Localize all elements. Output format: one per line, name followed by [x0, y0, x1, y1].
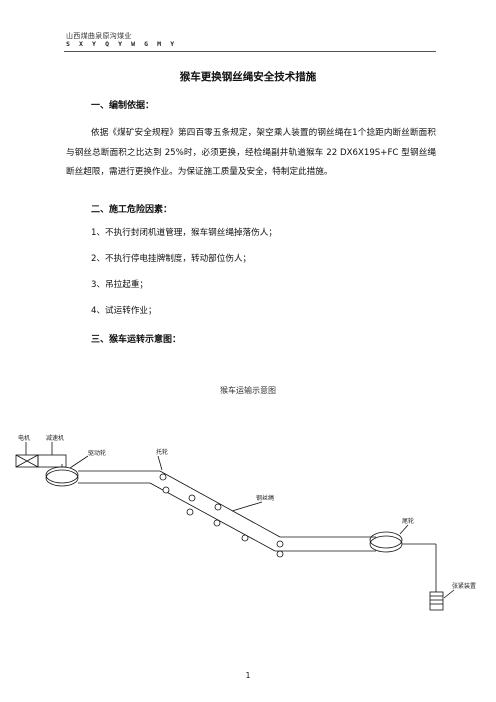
label-drive-wheel: 驱动轮 — [88, 449, 106, 457]
label-tension-weight: 张紧装置 — [452, 582, 476, 590]
drive-wheel — [45, 466, 79, 484]
hazard-item-2: 2、不执行停电挂牌制度，转动部位伤人； — [91, 254, 252, 264]
tension-weight — [429, 591, 444, 611]
section-1-heading: 一、编制依据： — [91, 101, 155, 111]
label-wire-rope: 钢丝绳 — [256, 494, 274, 502]
section-3-heading: 三、猴车运转示意图： — [91, 335, 182, 345]
section-1-body: 依据《煤矿安全规程》第四百零五条规定，架空乘人装置的钢丝绳在1个捻距内断丝断面积… — [66, 128, 436, 177]
header-company: 山西煤曲泉原沟煤业 — [66, 32, 132, 40]
page-number: 1 — [245, 671, 251, 680]
label-reducer: 减速机 — [46, 434, 64, 442]
label-rope-wheel: 托轮 — [156, 448, 168, 456]
header-rule — [64, 51, 436, 52]
label-tail-wheel: 尾轮 — [402, 517, 414, 525]
document-title: 猴车更换钢丝绳安全技术措施 — [179, 71, 317, 83]
hazard-item-3: 3、吊拉起重； — [91, 280, 149, 290]
figure-title: 猴车运输示意图 — [220, 386, 276, 395]
support-rollers — [159, 473, 284, 558]
tail-wheel — [369, 531, 403, 549]
hazard-item-1: 1、不执行封闭机道管理，猴车钢丝绳掉落伤人； — [91, 228, 277, 238]
label-motor: 电机 — [18, 434, 30, 442]
header-code: S X Y Q Y W G M Y — [66, 40, 177, 48]
monkey-car-diagram: 电机 减速机 驱动轮 托轮 钢丝绳 尾轮 张紧装置 — [15, 434, 476, 611]
hazard-item-4: 4、试运转作业； — [91, 306, 157, 316]
section-2-heading: 二、施工危险因素： — [91, 205, 173, 215]
